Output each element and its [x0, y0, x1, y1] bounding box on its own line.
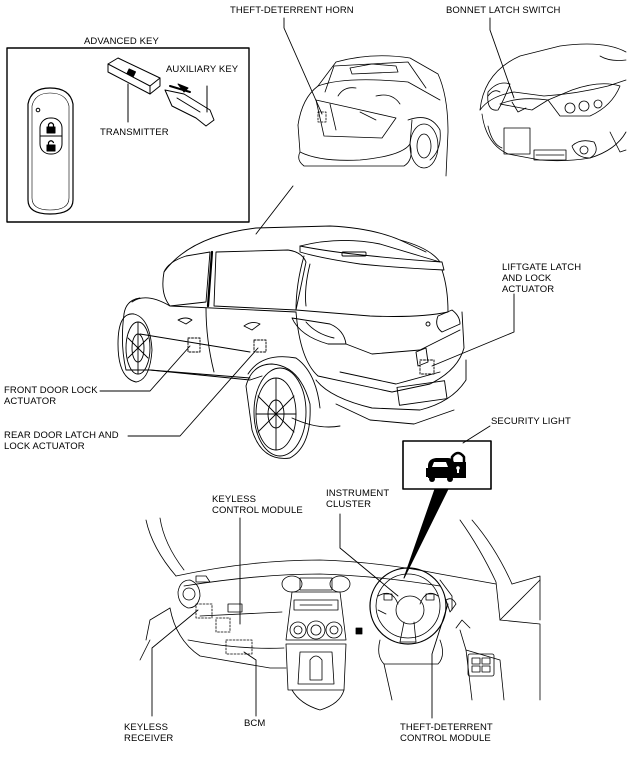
leader-front-door [99, 345, 191, 392]
label-instrument-cluster: INSTRUMENT CLUSTER [326, 488, 390, 510]
rear-door-latch-marker [253, 339, 267, 353]
keyless-module-marker [215, 617, 231, 633]
bcm-marker [225, 639, 253, 655]
label-theft-deterrent-horn: THEFT-DETERRENT HORN [230, 5, 354, 16]
label-bonnet-latch-switch: BONNET LATCH SWITCH [446, 5, 561, 16]
car-rear-view [117, 185, 467, 459]
front-door-lock-actuator-marker [187, 337, 201, 353]
label-keyless-receiver: KEYLESS RECEIVER [124, 722, 174, 744]
label-keyless-control-module: KEYLESS CONTROL MODULE [212, 494, 303, 516]
keyless-receiver-marker [195, 603, 213, 619]
leader-liftgate [431, 293, 515, 367]
unlock-icon [46, 140, 56, 152]
label-security-light: SECURITY LIGHT [491, 416, 571, 427]
key-fob-front [27, 87, 74, 215]
label-advanced-key: ADVANCED KEY [84, 36, 159, 47]
leader-theft-horn [283, 17, 323, 115]
label-front-door-lock: FRONT DOOR LOCK ACTUATOR [4, 385, 98, 407]
lock-icon [46, 122, 56, 134]
auxiliary-key [164, 83, 215, 127]
label-transmitter: TRANSMITTER [100, 127, 169, 138]
leader-theft-module [431, 603, 449, 719]
leader-bonnet-switch [489, 17, 515, 99]
leader-keyless-receiver [151, 609, 199, 717]
car-padlock-icon [426, 451, 466, 482]
leader-instrument-cluster [339, 513, 399, 597]
label-liftgate-latch: LIFTGATE LATCH AND LOCK ACTUATOR [502, 262, 582, 295]
label-theft-deterrent-control-module: THEFT-DETERRENT CONTROL MODULE [400, 722, 493, 744]
advanced-key-panel [6, 47, 250, 223]
label-auxiliary-key: AUXILIARY KEY [166, 64, 239, 75]
liftgate-latch-marker [419, 359, 435, 375]
front-bonnet-view [479, 43, 627, 162]
security-light-panel [402, 425, 492, 579]
rear-hatch-view [297, 55, 449, 177]
label-bcm: BCM [244, 718, 266, 729]
leader-bcm [243, 651, 257, 717]
dashboard-view [139, 517, 541, 711]
leader-rear-door [127, 347, 259, 437]
transmitter-side [107, 57, 161, 95]
label-rear-door-latch: REAR DOOR LATCH AND LOCK ACTUATOR [4, 430, 119, 452]
